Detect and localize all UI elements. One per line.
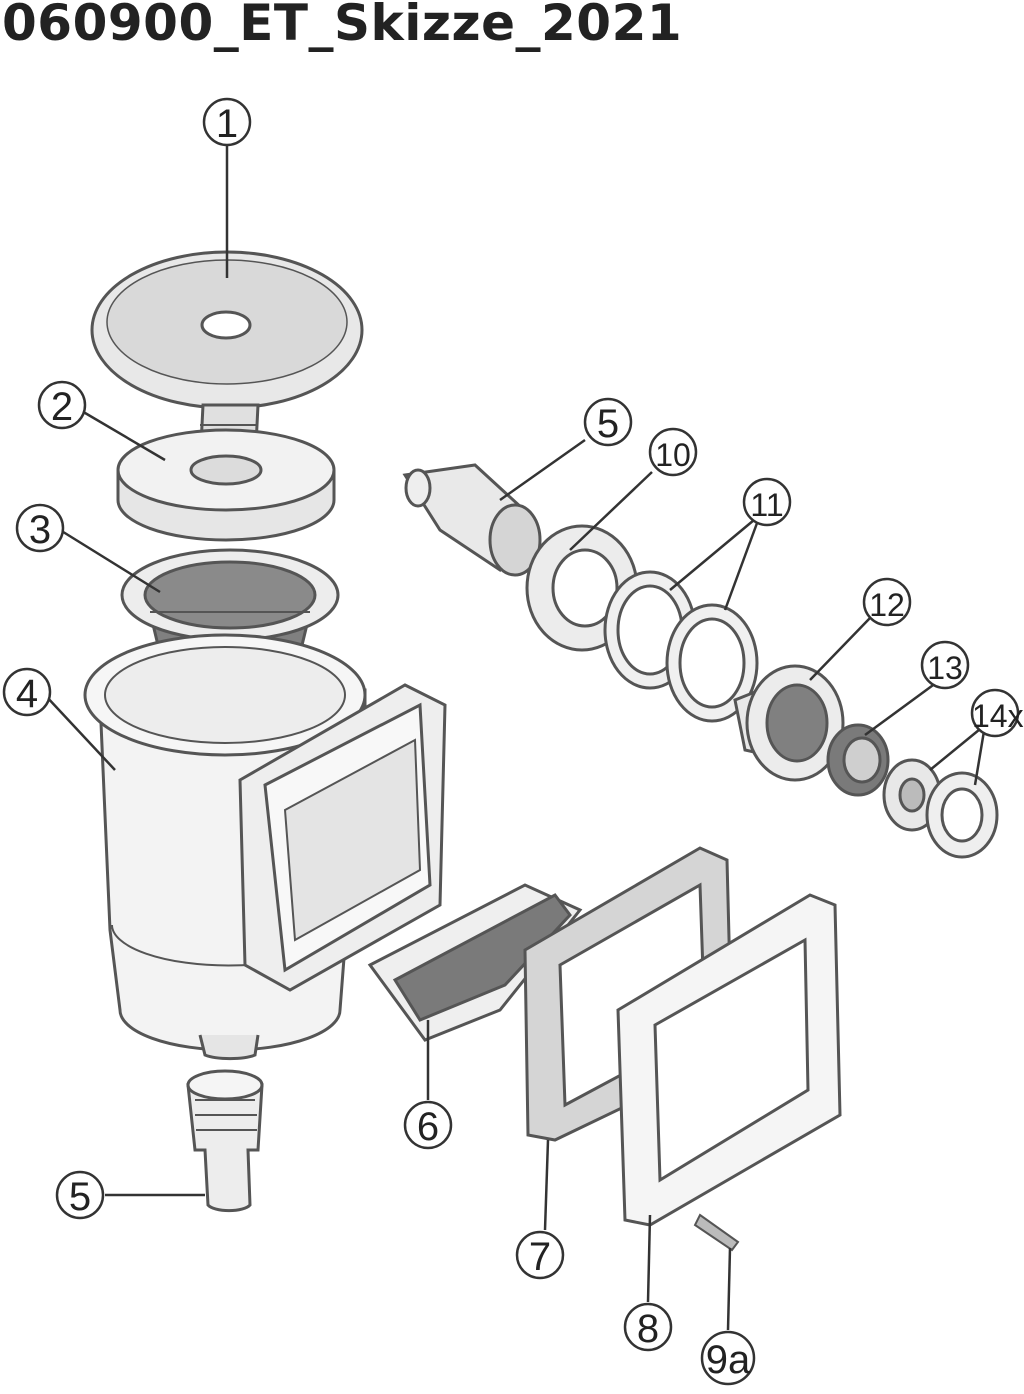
callout-1: 1: [202, 97, 252, 147]
threaded-insert-part: [826, 723, 890, 797]
callout-9a: 9a: [700, 1330, 756, 1386]
svg-text:5: 5: [597, 402, 619, 446]
skimmer-body-part: [83, 633, 447, 1061]
svg-text:6: 6: [417, 1105, 439, 1149]
return-fitting-part: [733, 664, 845, 782]
callout-12: 12: [862, 577, 912, 627]
weir-float-part: [116, 428, 336, 542]
screw-part: [693, 1213, 740, 1252]
svg-text:13: 13: [927, 650, 963, 686]
svg-text:7: 7: [529, 1235, 551, 1279]
drawing-title: 060900_ET_Skizze_2021: [2, 0, 683, 52]
hose-connector-top-part: [402, 463, 542, 577]
face-plate-part: [616, 893, 842, 1227]
callout-10: 10: [648, 427, 698, 477]
leader-lines: [44, 145, 987, 1331]
callout-5-top: 5: [583, 397, 633, 447]
hose-connector-bottom-part: [186, 1069, 264, 1213]
callout-13: 13: [920, 640, 970, 690]
callout-4: 4: [2, 667, 52, 717]
svg-text:14x: 14x: [972, 698, 1024, 734]
callout-2: 2: [37, 380, 87, 430]
svg-text:9a: 9a: [706, 1338, 751, 1382]
svg-text:2: 2: [51, 385, 73, 429]
svg-text:10: 10: [655, 437, 691, 473]
gaskets-part: [603, 570, 759, 723]
callout-5-bottom: 5: [55, 1170, 105, 1220]
svg-text:1: 1: [216, 102, 238, 146]
svg-text:5: 5: [69, 1175, 91, 1219]
callout-8: 8: [623, 1302, 673, 1352]
eyeball-fitting-part: [882, 758, 999, 859]
svg-text:3: 3: [29, 508, 51, 552]
callout-11: 11: [742, 477, 792, 527]
svg-text:4: 4: [16, 672, 38, 716]
svg-text:11: 11: [750, 487, 783, 523]
svg-text:12: 12: [869, 587, 905, 623]
callout-6: 6: [403, 1100, 453, 1150]
callout-7: 7: [515, 1230, 565, 1280]
callout-14x: 14x: [970, 688, 1024, 738]
svg-text:8: 8: [637, 1307, 659, 1351]
callout-3: 3: [15, 503, 65, 553]
